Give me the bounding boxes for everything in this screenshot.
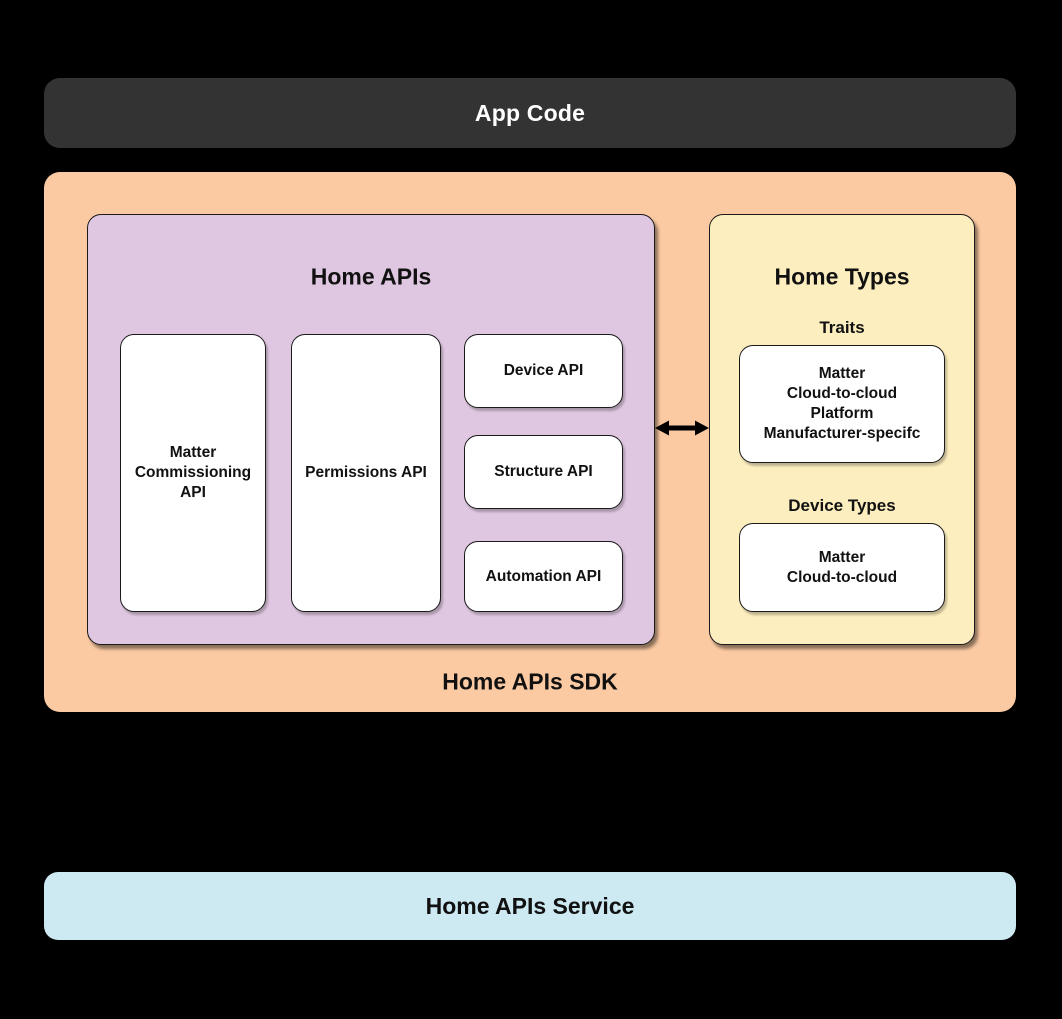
app-code-label: App Code [474, 99, 586, 126]
structure-api-card: Structure API [464, 435, 623, 509]
home-apis-sdk-container: Home APIs Matter Commissioning API Permi… [44, 172, 1016, 712]
permissions-api-card: Permissions API [291, 334, 441, 612]
traits-heading: Traits [819, 318, 865, 337]
app-code-bar: App Code [44, 78, 1016, 148]
home-apis-sdk-label: Home APIs SDK [442, 668, 618, 695]
matter-commissioning-api-label: Matter Commissioning API [134, 444, 252, 501]
device-types-heading: Device Types [788, 496, 896, 515]
bidirectional-arrow-icon [655, 419, 709, 437]
home-apis-title: Home APIs [310, 263, 432, 290]
traits-card-label: Matter Cloud-to-cloud Platform Manufactu… [763, 365, 921, 442]
home-apis-group: Home APIs Matter Commissioning API Permi… [87, 214, 655, 645]
device-api-label: Device API [503, 362, 584, 379]
device-types-card: Matter Cloud-to-cloud [739, 523, 945, 612]
structure-api-label: Structure API [494, 463, 593, 480]
home-types-group: Home Types Traits Matter Cloud-to-cloud … [709, 214, 975, 645]
matter-commissioning-api-card: Matter Commissioning API [120, 334, 266, 612]
device-types-card-label: Matter Cloud-to-cloud [786, 548, 898, 586]
home-apis-service-bar: Home APIs Service [44, 872, 1016, 940]
home-types-title: Home Types [774, 263, 910, 290]
permissions-api-label: Permissions API [305, 464, 427, 481]
automation-api-label: Automation API [485, 567, 602, 585]
device-api-card: Device API [464, 334, 623, 408]
automation-api-card: Automation API [464, 541, 623, 612]
home-apis-service-label: Home APIs Service [425, 892, 635, 919]
traits-card: Matter Cloud-to-cloud Platform Manufactu… [739, 345, 945, 463]
